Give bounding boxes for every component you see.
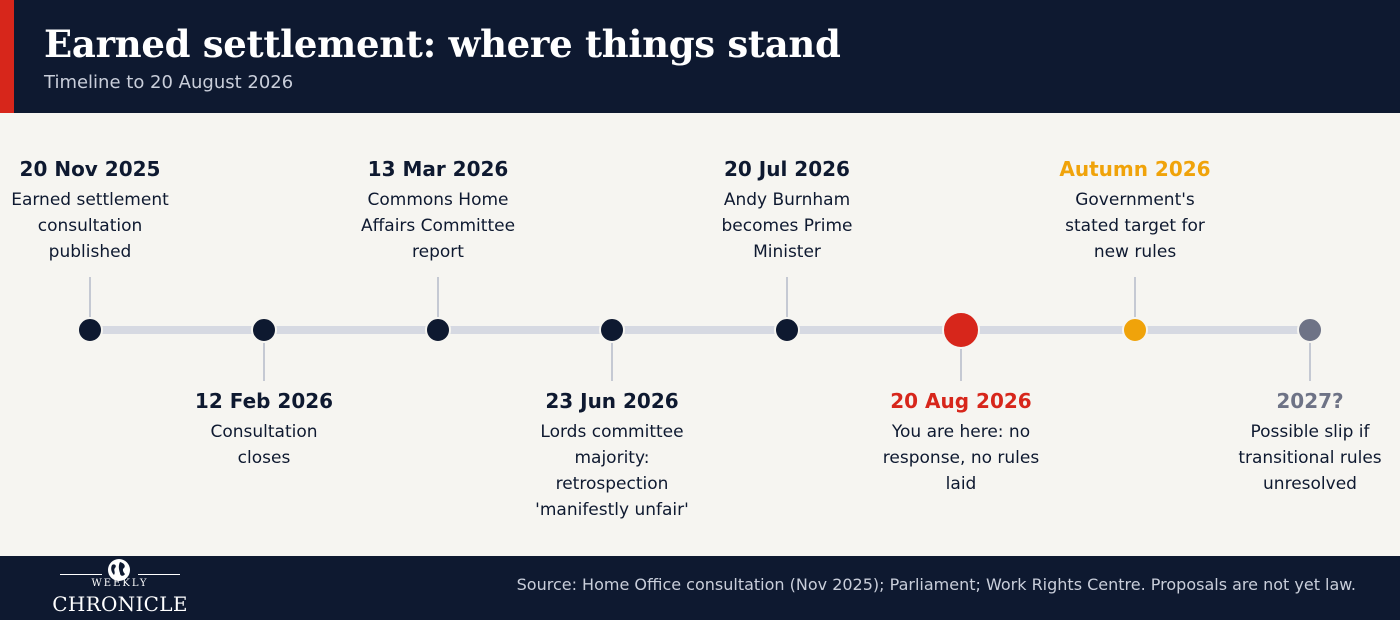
source-note: Source: Home Office consultation (Nov 20… [516, 575, 1356, 594]
timeline-event: 12 Feb 2026 Consultation closes [174, 389, 354, 471]
globe-icon [108, 559, 130, 581]
timeline-connector [89, 277, 91, 317]
logo-name-text: CHRONICLE [52, 592, 188, 616]
timeline-dot-past [425, 317, 451, 343]
header-accent-bar [0, 0, 14, 113]
event-date: Autumn 2026 [1059, 157, 1211, 181]
timeline-connector [611, 343, 613, 381]
event-date: 20 Jul 2026 [724, 157, 850, 181]
footer: WEEKLY CHRONICLE Source: Home Office con… [0, 556, 1400, 620]
timeline-dot-past [599, 317, 625, 343]
event-description: You are here: no response, no rules laid [882, 422, 1040, 494]
header: Earned settlement: where things stand Ti… [0, 0, 1400, 113]
timeline-dot-past [251, 317, 277, 343]
timeline-dot-possible [1297, 317, 1323, 343]
event-date: 13 Mar 2026 [367, 157, 509, 181]
event-description: Lords committee majority: retrospection … [535, 422, 689, 520]
timeline-connector [437, 277, 439, 317]
event-date: 12 Feb 2026 [194, 389, 334, 413]
timeline-event: 2027? Possible slip if transitional rule… [1220, 389, 1400, 497]
timeline: 20 Nov 2025 Earned settlement consultati… [0, 113, 1400, 556]
timeline-event: 20 Aug 2026 You are here: no response, n… [871, 389, 1051, 497]
timeline-track [90, 326, 1310, 334]
timeline-event: Autumn 2026 Government's stated target f… [1045, 157, 1225, 265]
event-description: Government's stated target for new rules [1065, 190, 1205, 262]
timeline-connector [960, 349, 962, 381]
page-subtitle: Timeline to 20 August 2026 [44, 72, 294, 93]
event-date: 23 Jun 2026 [545, 389, 679, 413]
timeline-dot-current [942, 311, 980, 349]
event-description: Consultation closes [210, 422, 318, 468]
publication-logo: WEEKLY CHRONICLE [44, 556, 196, 620]
page-title: Earned settlement: where things stand [44, 22, 841, 66]
event-description: Commons Home Affairs Committee report [360, 190, 516, 262]
event-description: Possible slip if transitional rules unre… [1238, 422, 1382, 494]
event-description: Earned settlement consultation published [11, 190, 169, 262]
event-date: 20 Aug 2026 [890, 389, 1032, 413]
timeline-connector [1134, 277, 1136, 317]
timeline-event: 20 Jul 2026 Andy Burnham becomes Prime M… [697, 157, 877, 265]
event-date: 20 Nov 2025 [19, 157, 161, 181]
timeline-event: 20 Nov 2025 Earned settlement consultati… [0, 157, 180, 265]
timeline-event: 23 Jun 2026 Lords committee majority: re… [522, 389, 702, 523]
event-date: 2027? [1276, 389, 1344, 413]
timeline-connector [263, 343, 265, 381]
event-description: Andy Burnham becomes Prime Minister [721, 190, 853, 262]
timeline-connector [786, 277, 788, 317]
timeline-connector [1309, 343, 1311, 381]
logo-rule-left [60, 574, 102, 575]
timeline-dot-past [77, 317, 103, 343]
timeline-dot-past [774, 317, 800, 343]
logo-weekly-text: WEEKLY [91, 578, 149, 589]
timeline-event: 13 Mar 2026 Commons Home Affairs Committ… [348, 157, 528, 265]
timeline-dot-target [1122, 317, 1148, 343]
logo-rule-right [138, 574, 180, 575]
